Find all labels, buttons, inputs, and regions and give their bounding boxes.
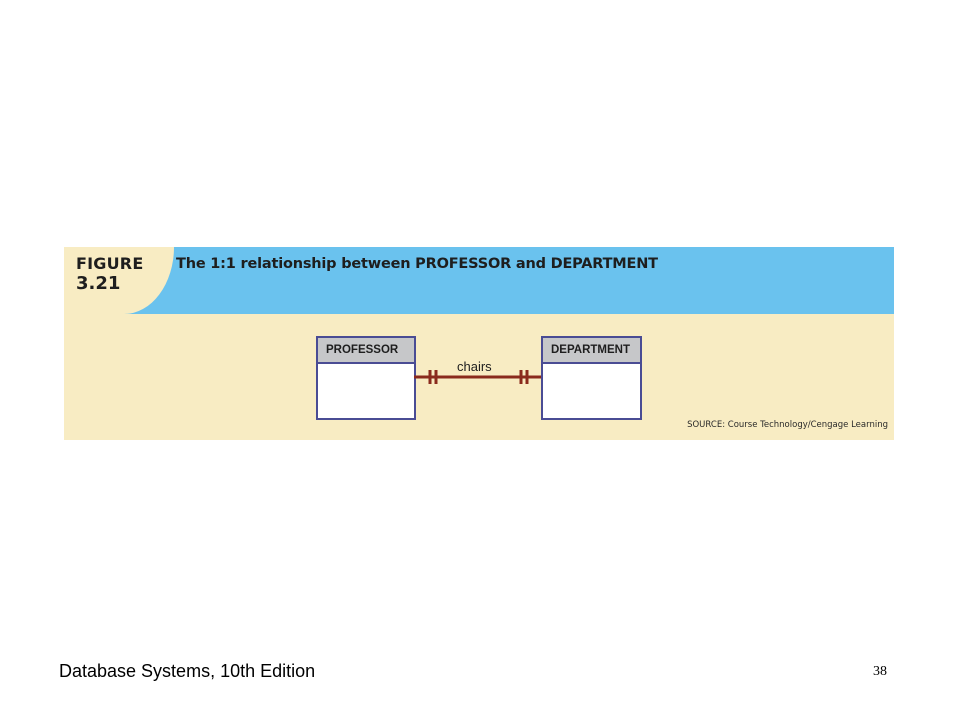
figure-number: 3.21 [76,273,121,294]
entity-professor: PROFESSOR [316,336,416,420]
footer-book-title: Database Systems, 10th Edition [59,661,316,681]
figure-title: The 1:1 relationship between PROFESSOR a… [176,256,658,272]
entity-name-professor: PROFESSOR [318,338,414,364]
relationship-line [414,370,544,384]
figure-label-word: FIGURE [76,254,144,273]
entity-department: DEPARTMENT [541,336,642,420]
figure-label: FIGURE 3.21 [76,254,143,294]
relationship-label: chairs [457,359,492,374]
entity-name-department: DEPARTMENT [543,338,640,364]
figure-source: SOURCE: Course Technology/Cengage Learni… [687,420,888,430]
figure: FIGURE 3.21 The 1:1 relationship between… [64,247,894,440]
page-number: 38 [873,664,887,679]
figure-header-band [64,247,894,314]
